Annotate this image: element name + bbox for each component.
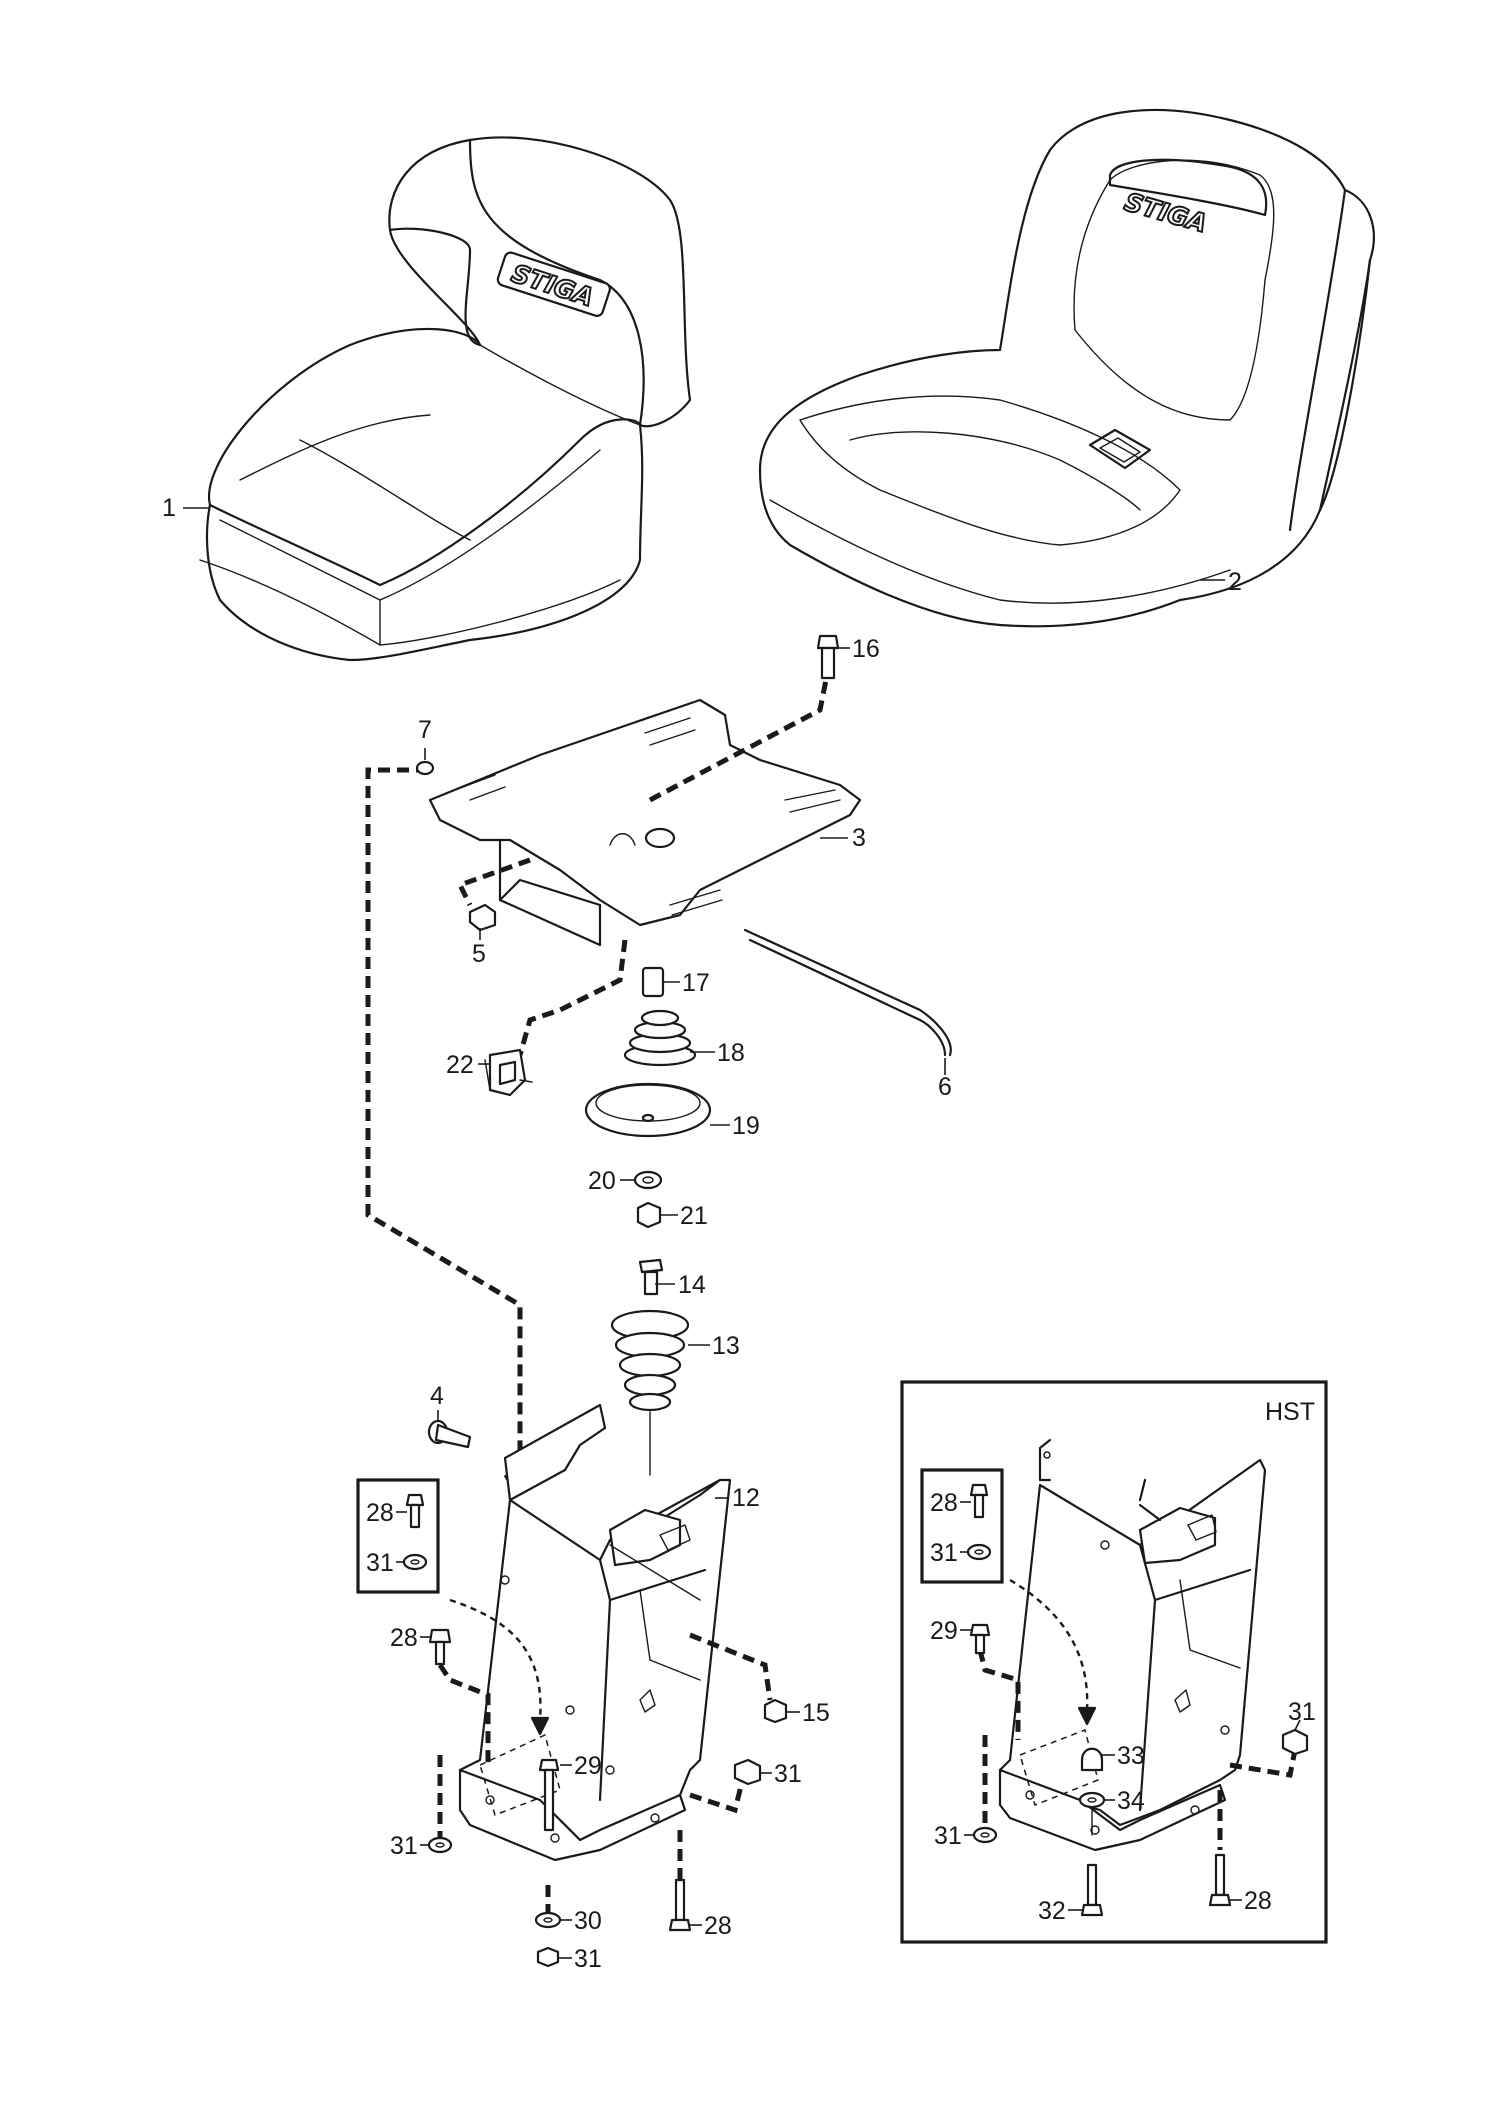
callout-20: 20	[588, 1167, 616, 1195]
washer-20	[633, 1170, 663, 1190]
nut-31-bottom	[536, 1946, 560, 1968]
callout-hst-32: 32	[1038, 1897, 1066, 1925]
hst-inset-box	[900, 1380, 1328, 1944]
bolt-29	[538, 1758, 560, 1832]
route-line-31c	[689, 1769, 748, 1814]
callout-hst-28-kit: 28	[930, 1489, 958, 1517]
nut-31-right	[733, 1758, 762, 1786]
arrow-head-hst	[1077, 1706, 1097, 1726]
washer-30	[534, 1911, 562, 1929]
route-arrow-main	[449, 1598, 542, 1721]
callout-hst-31-kit: 31	[930, 1539, 958, 1567]
callout-12: 12	[732, 1484, 760, 1512]
seat-plate-3	[428, 698, 952, 1057]
callout-30: 30	[574, 1907, 602, 1935]
nut-31-kit	[402, 1553, 428, 1571]
bolt-32	[1080, 1863, 1104, 1917]
kit-box-hst	[920, 1468, 1004, 1584]
kit-box-main	[356, 1478, 440, 1594]
seat-frame-hst	[998, 1438, 1267, 1852]
leader-lines	[183, 507, 1301, 1959]
callout-31-right: 31	[774, 1760, 802, 1788]
callout-13: 13	[712, 1332, 740, 1360]
nut-31-hst-left	[972, 1826, 998, 1844]
bolt-4	[427, 1419, 472, 1449]
bolt-28-kit	[405, 1493, 425, 1529]
bolt-28-left	[428, 1628, 452, 1666]
callout-22: 22	[446, 1051, 474, 1079]
route-line-22	[517, 939, 628, 1056]
callout-hst-31-left: 31	[934, 1822, 962, 1850]
washer-7	[415, 760, 435, 776]
callout-31-left: 31	[390, 1832, 418, 1860]
cap-nut-33	[1080, 1747, 1104, 1772]
callout-19: 19	[732, 1112, 760, 1140]
spring-18	[623, 1009, 697, 1067]
route-line-16	[648, 679, 829, 803]
seat-2: STIGA	[758, 108, 1375, 628]
callout-14: 14	[678, 1271, 706, 1299]
callout-15: 15	[802, 1699, 830, 1727]
bushing-17	[641, 966, 665, 998]
callout-5: 5	[472, 940, 486, 968]
plate-19	[584, 1082, 712, 1138]
callout-2: 2	[1228, 568, 1242, 596]
callout-18: 18	[717, 1039, 745, 1067]
nut-31-hst-right	[1281, 1728, 1309, 1756]
route-line-left	[365, 767, 523, 1481]
bolt-14	[638, 1258, 664, 1296]
washer-34	[1078, 1791, 1106, 1809]
callout-hst-28: 28	[1244, 1887, 1272, 1915]
route-line-15	[689, 1632, 773, 1701]
nut-31-left	[427, 1836, 453, 1854]
bolt-16	[816, 634, 840, 680]
seat-1: STIGA	[199, 136, 692, 662]
route-line-5	[456, 857, 531, 907]
callout-hst-29: 29	[930, 1617, 958, 1645]
callout-hst-34: 34	[1117, 1787, 1145, 1815]
nut-31-hst-kit	[966, 1543, 992, 1561]
route-line-28b	[437, 1663, 491, 1765]
callout-6: 6	[938, 1073, 952, 1101]
callout-labels: 1 2 3 4 5 6 7 12 13 14 15 16 17 18 19 20…	[162, 494, 1316, 1973]
nut-21	[636, 1201, 662, 1229]
callout-28-bottom: 28	[704, 1912, 732, 1940]
nut-15	[763, 1698, 788, 1724]
callout-31-kit: 31	[366, 1549, 394, 1577]
callout-17: 17	[682, 969, 710, 997]
bolt-28-hst	[1208, 1853, 1232, 1907]
plate-pivot-hole	[644, 827, 676, 849]
bolt-29-hst	[969, 1623, 991, 1655]
callout-1: 1	[162, 494, 176, 522]
callout-4: 4	[430, 1382, 444, 1410]
route-arrow-hst	[1009, 1578, 1089, 1711]
latch-22	[484, 1048, 533, 1097]
route-line-hst-31r	[1229, 1749, 1298, 1778]
arrow-head-main	[530, 1716, 550, 1736]
bolt-28-hst-kit	[969, 1483, 989, 1519]
nut-5	[468, 903, 497, 932]
callout-28-kit: 28	[366, 1499, 394, 1527]
route-line-hst-29	[977, 1649, 1021, 1740]
bolt-28-bottom	[668, 1878, 692, 1932]
inset-title: HST	[1265, 1398, 1315, 1426]
callout-31-bottom: 31	[574, 1945, 602, 1973]
callout-3: 3	[852, 824, 866, 852]
callout-28-left: 28	[390, 1624, 418, 1652]
spring-13	[610, 1309, 690, 1412]
callout-29: 29	[574, 1752, 602, 1780]
callout-21: 21	[680, 1202, 708, 1230]
callout-16: 16	[852, 635, 880, 663]
callout-7: 7	[418, 716, 432, 744]
callout-hst-31-right: 31	[1288, 1698, 1316, 1726]
callout-hst-33: 33	[1117, 1742, 1145, 1770]
seat-frame-12	[458, 1403, 732, 1862]
